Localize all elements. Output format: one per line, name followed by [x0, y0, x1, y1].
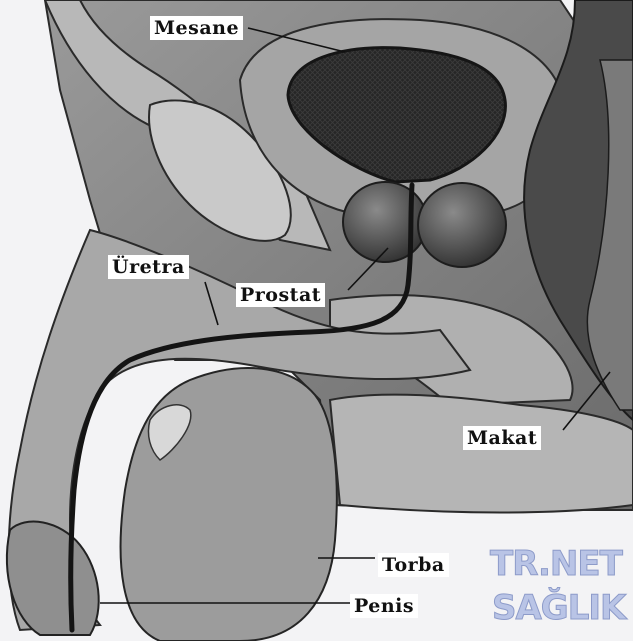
label-urethra: Üretra	[108, 255, 189, 279]
watermark-line-1: TR.NET	[490, 546, 622, 582]
label-penis: Penis	[350, 594, 418, 618]
label-scrotum: Torba	[378, 553, 449, 577]
label-bladder: Mesane	[150, 16, 243, 40]
label-anus: Makat	[463, 426, 541, 450]
watermark-line-2: SAĞLIK	[492, 590, 625, 626]
prostate-lobe-right	[418, 183, 506, 267]
scrotum	[121, 368, 337, 641]
label-prostate: Prostat	[236, 283, 325, 307]
